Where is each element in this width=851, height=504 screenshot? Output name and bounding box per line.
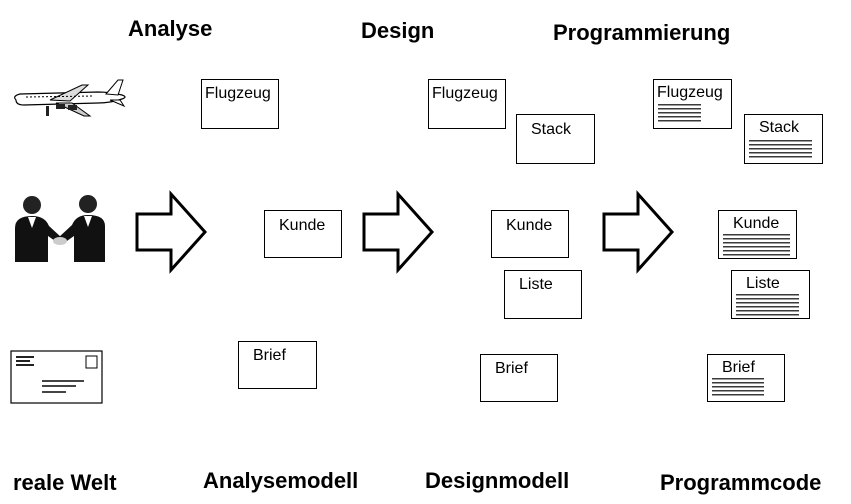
box-label: Stack (531, 121, 572, 138)
box-label: Flugzeug (432, 85, 498, 102)
arrow-right-icon (135, 190, 208, 274)
code-lines (712, 378, 764, 398)
arrow-right-icon (362, 190, 435, 274)
box-label: Liste (519, 276, 553, 293)
code-lines (749, 140, 812, 160)
footer-programmcode: Programmcode (660, 470, 822, 495)
code-lines (736, 294, 799, 316)
design-kunde-box: Kunde (491, 210, 569, 258)
code-liste-box: Liste (731, 270, 810, 319)
box-label: Flugzeug (657, 84, 723, 101)
code-kunde-box: Kunde (718, 210, 797, 259)
footer-analysemodell: Analysemodell (203, 468, 359, 493)
letter-icon (10, 350, 103, 404)
design-flugzeug-box: Flugzeug (428, 79, 506, 129)
box-label: Brief (495, 360, 528, 377)
analysis-kunde-box: Kunde (264, 210, 342, 258)
code-lines (723, 234, 790, 256)
analysis-brief-box: Brief (238, 341, 317, 389)
heading-programmierung: Programmierung (553, 20, 731, 45)
code-stack-box: Stack (744, 114, 823, 164)
box-label: Kunde (733, 215, 780, 232)
design-brief-box: Brief (480, 354, 558, 402)
design-stack-box: Stack (516, 114, 595, 164)
box-label: Kunde (279, 217, 326, 234)
heading-design: Design (361, 18, 435, 43)
box-label: Brief (722, 359, 755, 376)
code-brief-box: Brief (707, 354, 785, 402)
analysis-flugzeug-box: Flugzeug (201, 79, 279, 129)
code-lines (658, 104, 701, 122)
box-label: Kunde (506, 217, 553, 234)
code-flugzeug-box: Flugzeug (653, 79, 732, 129)
box-label: Brief (253, 347, 286, 364)
box-label: Stack (759, 119, 800, 136)
footer-reale-welt: reale Welt (13, 470, 117, 495)
handshake-icon (15, 195, 105, 262)
box-label: Flugzeug (205, 85, 271, 102)
airplane-icon (14, 79, 126, 117)
design-liste-box: Liste (504, 270, 582, 319)
heading-analyse: Analyse (128, 16, 213, 41)
footer-designmodell: Designmodell (425, 468, 570, 493)
box-label: Liste (746, 275, 780, 292)
arrow-right-icon (602, 190, 675, 274)
